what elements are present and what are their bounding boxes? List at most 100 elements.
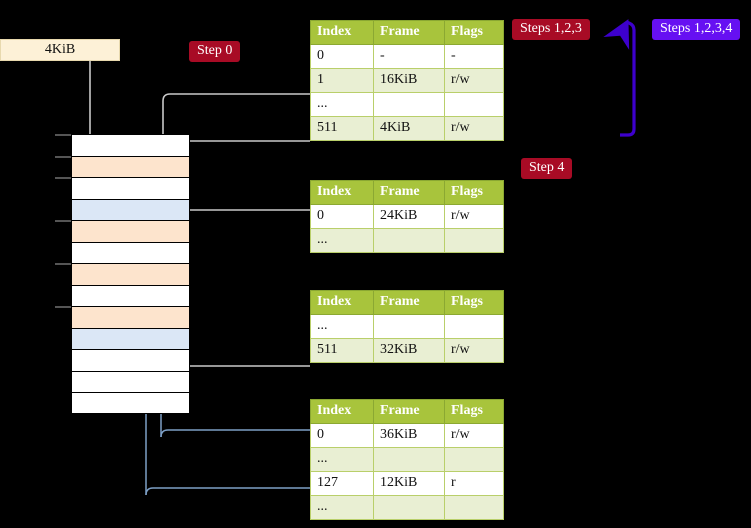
cell-flags: r — [444, 471, 504, 496]
column-header-frame: Frame — [373, 399, 445, 424]
size-label-text: 4KiB — [44, 42, 76, 57]
memory-tick — [55, 263, 71, 266]
memory-frame-row — [71, 392, 190, 414]
memory-frame-row — [71, 284, 190, 307]
memory-frame-row — [71, 327, 190, 350]
memory-frame-row — [71, 155, 190, 178]
cell-flags: - — [444, 44, 504, 69]
cell-frame: - — [373, 44, 445, 69]
memory-frame-row — [71, 198, 190, 221]
cell-index: 127 — [310, 471, 374, 496]
memory-tick — [55, 177, 71, 180]
cell-frame — [373, 495, 445, 520]
cell-frame: 36KiB — [373, 423, 445, 448]
size-label-box: 4KiB — [0, 39, 120, 61]
badge-steps-1234: Steps 1,2,3,4 — [652, 19, 741, 40]
cell-index: ... — [310, 92, 374, 117]
memory-frame-row — [71, 241, 190, 264]
physical-memory-column — [71, 134, 190, 414]
connector-memory-branch-down — [175, 209, 310, 216]
column-header-frame: Frame — [373, 180, 445, 205]
memory-tick — [55, 134, 71, 136]
column-header-index: Index — [310, 290, 374, 315]
cell-index: 0 — [310, 423, 374, 448]
cell-frame — [373, 447, 445, 472]
cell-index: ... — [310, 228, 374, 253]
memory-frame-row — [71, 220, 190, 242]
badge-step-4: Step 4 — [521, 158, 573, 179]
cell-flags — [444, 495, 504, 520]
cell-index: 0 — [310, 204, 374, 229]
badge-step-0: Step 0 — [189, 41, 241, 62]
memory-tick — [55, 155, 71, 158]
cell-flags — [444, 314, 504, 339]
memory-frame-row — [71, 177, 190, 199]
badge-steps-123: Steps 1,2,3 — [512, 19, 590, 40]
memory-tick — [55, 306, 71, 309]
column-header-index: Index — [310, 399, 374, 424]
table-row: ... — [310, 228, 504, 253]
table-row: ... — [310, 314, 504, 339]
column-header-index: Index — [310, 180, 374, 205]
cell-index: 1 — [310, 68, 374, 93]
connector-blue-to-row3 — [145, 487, 310, 496]
memory-frame-row — [71, 370, 190, 393]
cell-index: 511 — [310, 116, 374, 141]
connector-blue-to-row9 — [160, 429, 310, 438]
memory-tick — [55, 220, 71, 223]
column-header-flags: Flags — [444, 180, 504, 205]
cell-frame: 24KiB — [373, 204, 445, 229]
column-header-frame: Frame — [373, 20, 445, 45]
column-header-flags: Flags — [444, 290, 504, 315]
cell-index: 0 — [310, 44, 374, 69]
cell-index: ... — [310, 314, 374, 339]
table-row: ... — [310, 92, 504, 117]
cell-index: ... — [310, 447, 374, 472]
table-row: 0-- — [310, 44, 504, 69]
cell-frame: 32KiB — [373, 338, 445, 363]
cell-flags — [444, 92, 504, 117]
memory-frame-row — [71, 134, 190, 156]
cell-frame — [373, 92, 445, 117]
cell-flags: r/w — [444, 338, 504, 363]
memory-frame-row — [71, 306, 190, 328]
cell-flags — [444, 447, 504, 472]
cell-index: ... — [310, 495, 374, 520]
connector-memory-to-table1 — [175, 140, 310, 150]
connector-purple-bracket — [603, 19, 636, 137]
cell-flags: r/w — [444, 423, 504, 448]
cell-frame: 16KiB — [373, 68, 445, 93]
cell-frame — [373, 314, 445, 339]
column-header-flags: Flags — [444, 20, 504, 45]
cell-frame — [373, 228, 445, 253]
table-row: ... — [310, 495, 504, 520]
cell-flags: r/w — [444, 204, 504, 229]
column-header-frame: Frame — [373, 290, 445, 315]
memory-frame-row — [71, 349, 190, 371]
cell-flags — [444, 228, 504, 253]
table-row: ... — [310, 447, 504, 472]
cell-frame: 12KiB — [373, 471, 445, 496]
column-header-index: Index — [310, 20, 374, 45]
cell-flags: r/w — [444, 68, 504, 93]
cell-frame: 4KiB — [373, 116, 445, 141]
cell-index: 511 — [310, 338, 374, 363]
cell-flags: r/w — [444, 116, 504, 141]
connector-memory-up-to-row8 — [175, 365, 310, 374]
memory-frame-row — [71, 263, 190, 285]
